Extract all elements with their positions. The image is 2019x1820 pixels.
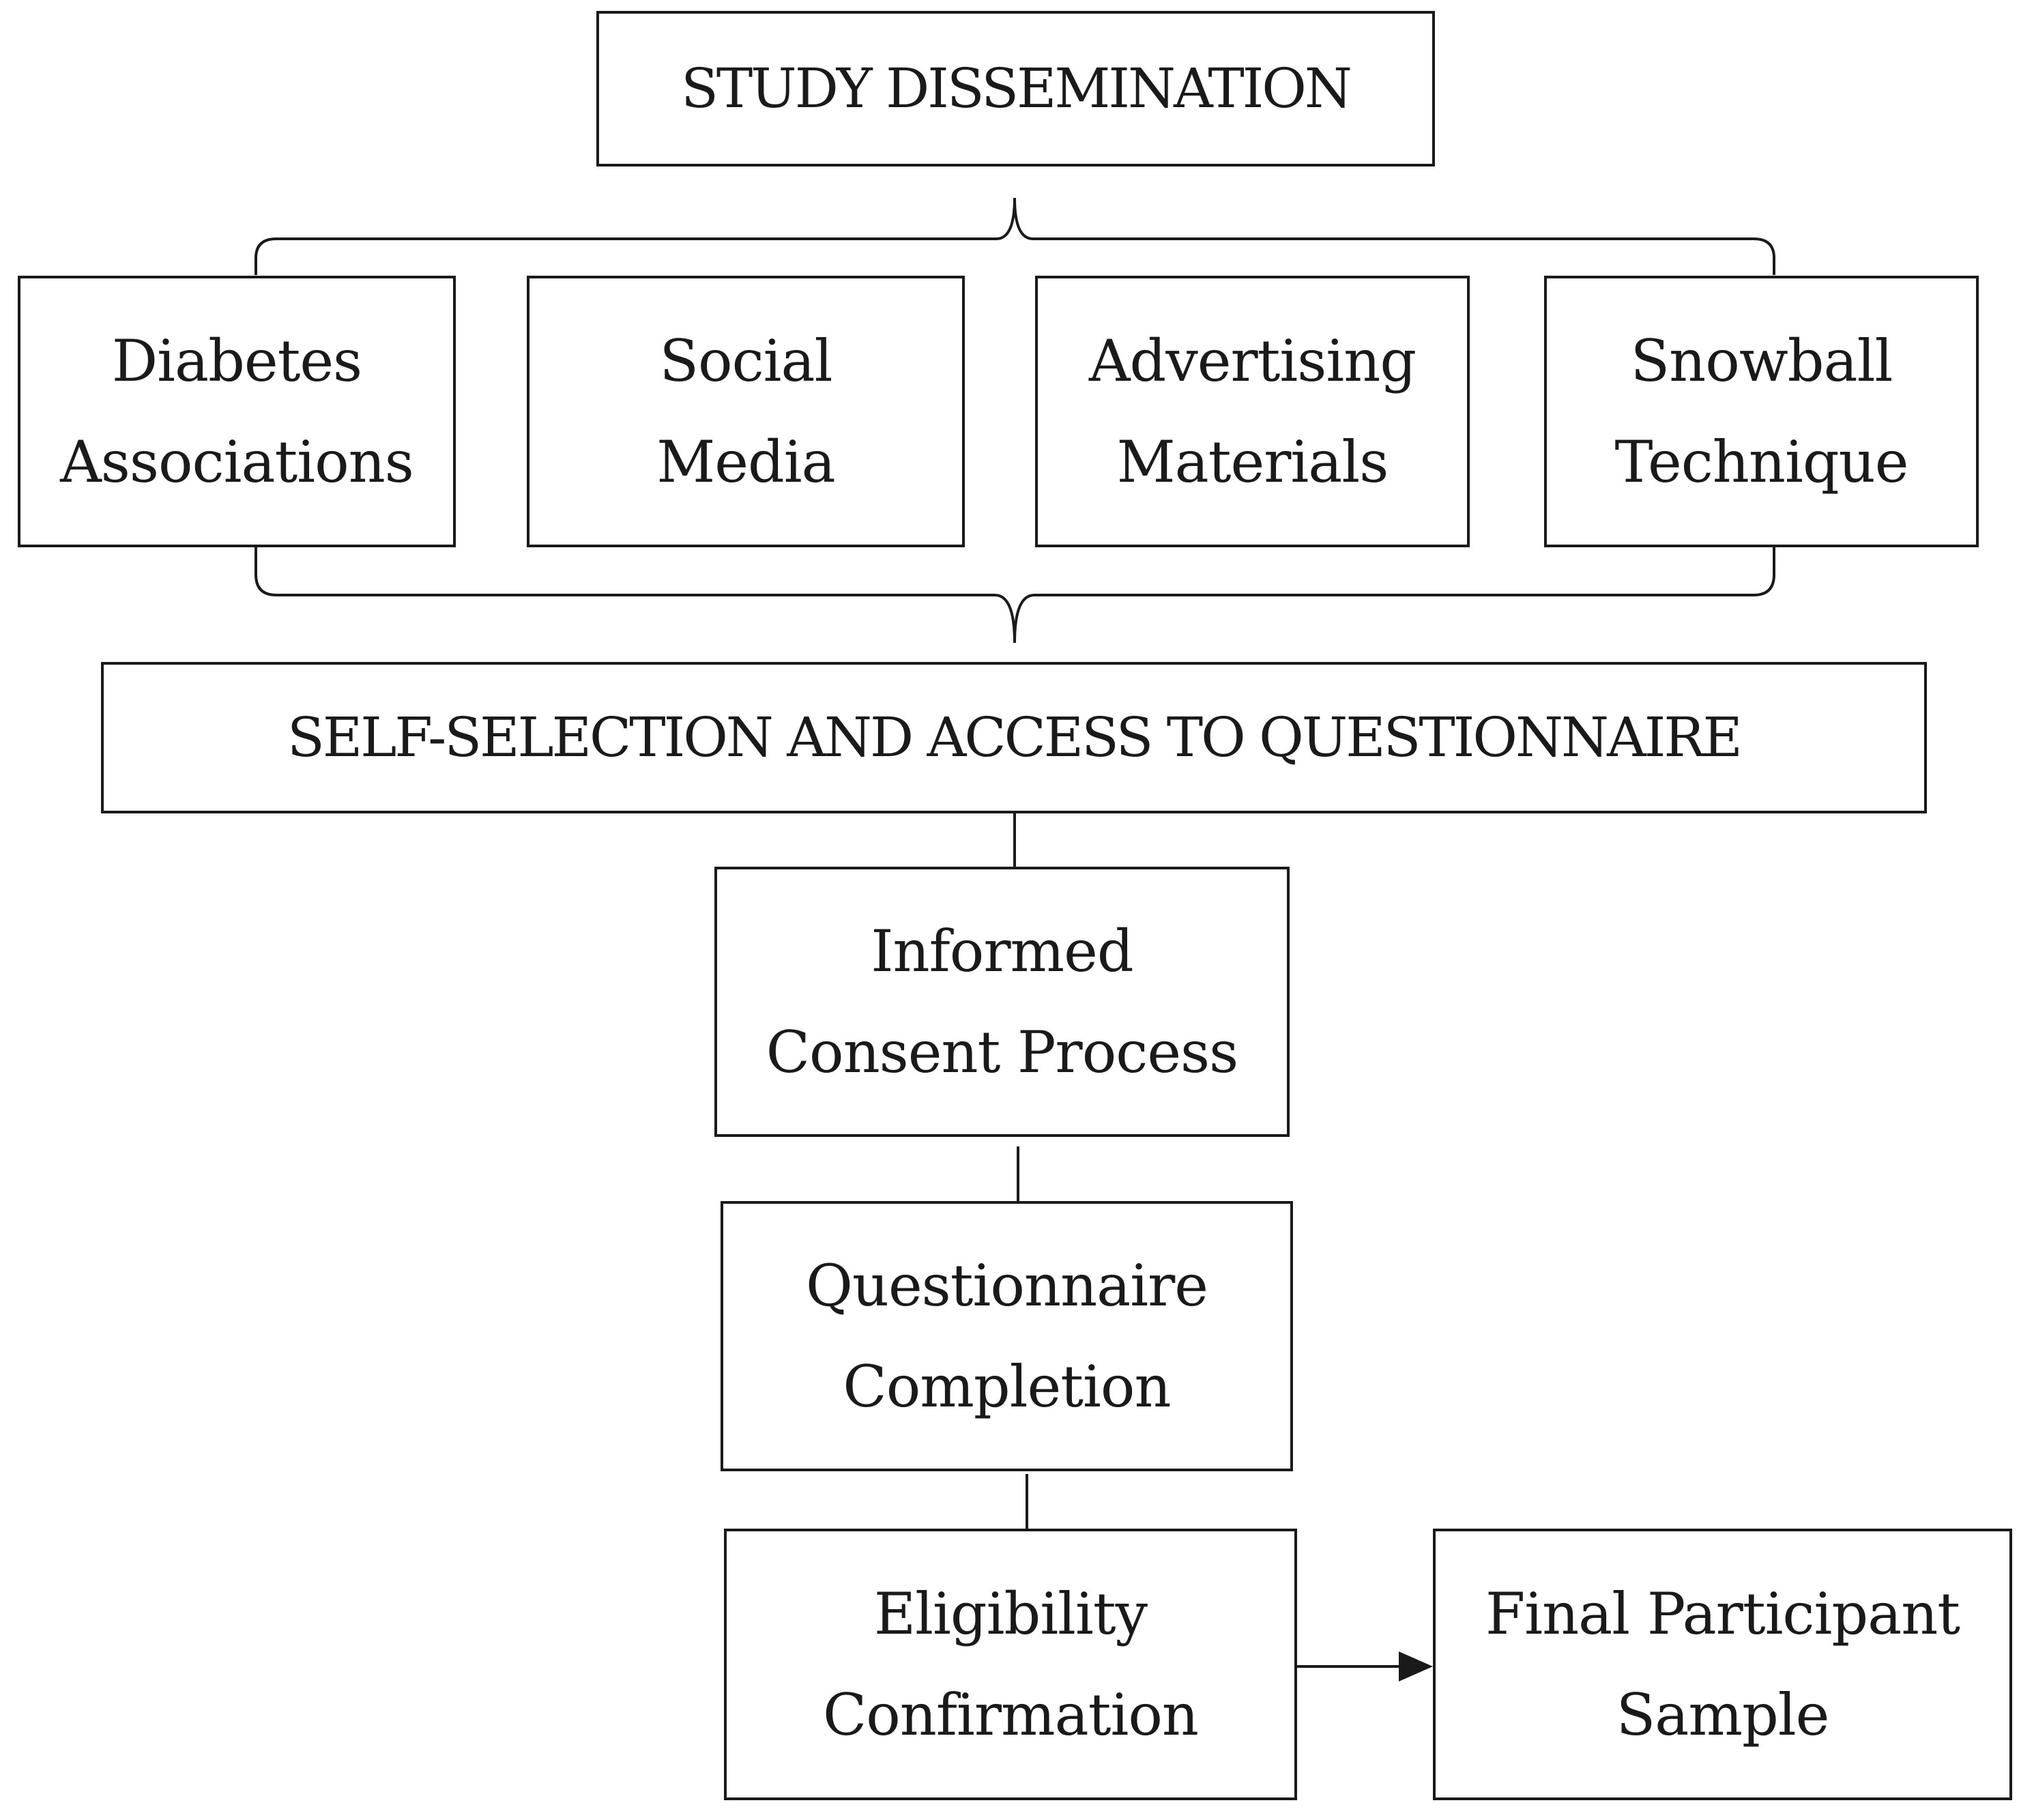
- questionnaire-completion-line1: Questionnaire: [806, 1252, 1208, 1319]
- questionnaire-completion-line2: Completion: [843, 1353, 1171, 1420]
- channel-snowball-technique-line2: Technique: [1614, 429, 1909, 495]
- channel-diabetes-associations-box: Diabetes Associations: [18, 276, 456, 547]
- eligibility-confirmation-line1: Eligibility: [873, 1580, 1148, 1647]
- channel-social-media-line1: Social: [659, 328, 833, 394]
- final-participant-sample-line2: Sample: [1616, 1681, 1830, 1748]
- channel-snowball-technique-line1: Snowball: [1630, 328, 1893, 394]
- top-brace: [255, 197, 1775, 275]
- channel-snowball-technique-box: Snowball Technique: [1544, 276, 1979, 547]
- study-dissemination-label: STUDY DISSEMINATION: [681, 57, 1352, 120]
- channel-diabetes-associations-line1: Diabetes: [111, 328, 362, 394]
- study-dissemination-box: STUDY DISSEMINATION: [596, 11, 1435, 167]
- informed-consent-box: Informed Consent Process: [714, 867, 1290, 1137]
- channel-diabetes-associations-line2: Associations: [60, 429, 414, 495]
- self-selection-box: SELF-SELECTION AND ACCESS TO QUESTIONNAI…: [101, 662, 1927, 813]
- channel-social-media-box: Social Media: [527, 276, 965, 547]
- final-participant-sample-line1: Final Participant: [1485, 1580, 1960, 1647]
- bottom-brace: [255, 547, 1775, 644]
- informed-consent-line2: Consent Process: [766, 1019, 1239, 1086]
- eligibility-confirmation-line2: Confirmation: [822, 1681, 1199, 1748]
- channel-advertising-materials-line2: Materials: [1116, 429, 1389, 495]
- eligibility-confirmation-box: Eligibility Confirmation: [724, 1529, 1297, 1800]
- channel-advertising-materials-box: Advertising Materials: [1035, 276, 1470, 547]
- self-selection-label: SELF-SELECTION AND ACCESS TO QUESTIONNAI…: [287, 706, 1743, 769]
- arrow-head-icon: [1399, 1651, 1433, 1681]
- questionnaire-completion-box: Questionnaire Completion: [721, 1201, 1293, 1471]
- informed-consent-line1: Informed: [871, 918, 1133, 985]
- channel-advertising-materials-line1: Advertising: [1088, 328, 1417, 394]
- channel-social-media-line2: Media: [656, 429, 835, 495]
- final-participant-sample-box: Final Participant Sample: [1433, 1529, 2012, 1800]
